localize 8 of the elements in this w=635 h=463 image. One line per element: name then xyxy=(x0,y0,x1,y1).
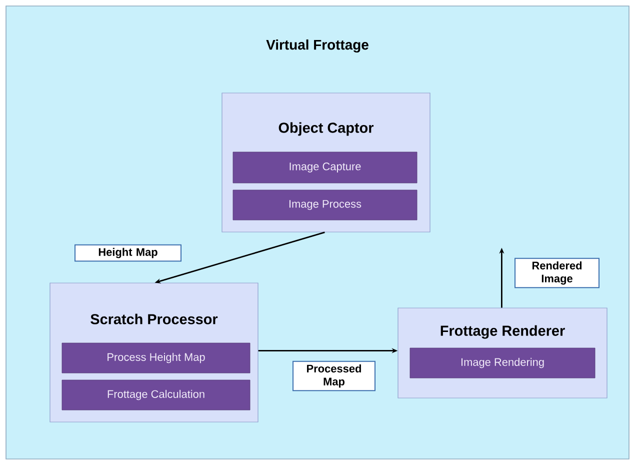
function-bar: Image Process xyxy=(232,190,418,220)
function-bar: Image Rendering xyxy=(410,348,596,378)
function-bar: Process Height Map xyxy=(62,342,250,374)
function-bar: Frottage Calculation xyxy=(62,380,250,410)
edge-label: Height Map xyxy=(74,244,182,262)
function-bar: Image Capture xyxy=(232,152,418,184)
edge-label: Rendered Image xyxy=(514,258,600,288)
edge-label: Processed Map xyxy=(292,360,376,392)
